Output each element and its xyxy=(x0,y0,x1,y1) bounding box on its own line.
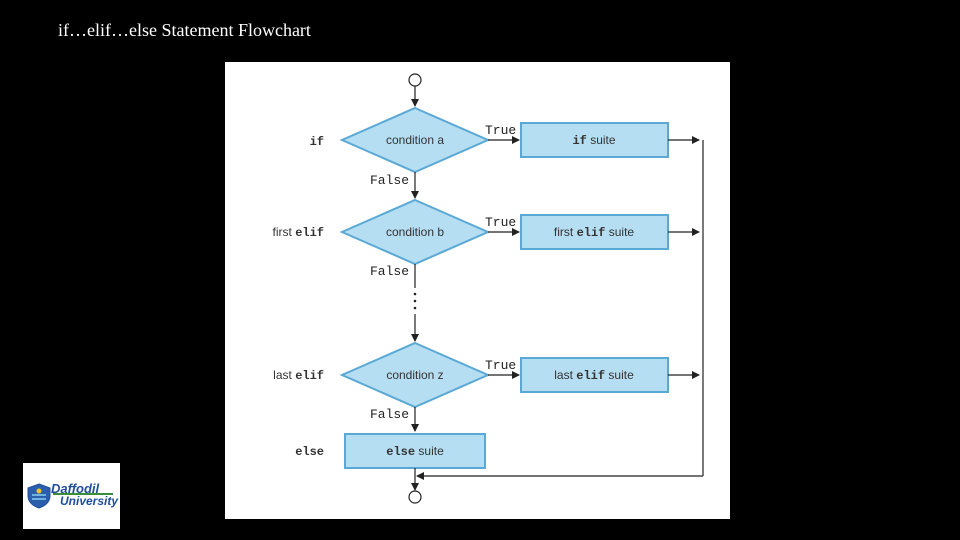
true-label-z: True xyxy=(485,358,516,373)
true-label-a: True xyxy=(485,123,516,138)
logo-stripe xyxy=(53,493,113,495)
false-label-b: False xyxy=(370,264,409,279)
true-label-b: True xyxy=(485,215,516,230)
row-label-first-elif: first elif xyxy=(273,225,324,240)
false-label-z: False xyxy=(370,407,409,422)
ellipsis-dot xyxy=(413,306,417,310)
else-suite-text: else suite xyxy=(386,444,444,459)
flowchart-diagram: condition a if True if suite False condi… xyxy=(273,73,704,504)
suite-box-last-elif xyxy=(520,357,669,393)
end-node xyxy=(408,490,422,504)
if-suite-text: if suite xyxy=(572,133,615,148)
logo-name-line1: Daffodil xyxy=(51,481,100,496)
start-node xyxy=(408,73,422,87)
slide-title: if…elif…else Statement Flowchart xyxy=(58,20,311,40)
ellipsis-dot xyxy=(413,292,417,296)
row-label-if: if xyxy=(310,135,324,149)
first-elif-suite-text: first elif suite xyxy=(554,225,634,240)
shield-emblem-icon xyxy=(27,483,51,509)
suite-box-if xyxy=(520,122,669,158)
condition-a-text: condition a xyxy=(386,133,444,147)
flowchart-panel: condition a if True if suite False condi… xyxy=(225,62,730,519)
condition-b-text: condition b xyxy=(386,225,444,239)
ellipsis-dot xyxy=(413,299,417,303)
condition-z-text: condition z xyxy=(386,368,443,382)
university-logo: Daffodil University xyxy=(23,463,120,529)
suite-box-else xyxy=(344,433,486,469)
row-label-last-elif: last elif xyxy=(273,368,324,383)
row-label-else: else xyxy=(295,445,324,459)
logo-name-line2: University xyxy=(60,494,119,508)
last-elif-suite-text: last elif suite xyxy=(554,368,634,383)
false-label-a: False xyxy=(370,173,409,188)
